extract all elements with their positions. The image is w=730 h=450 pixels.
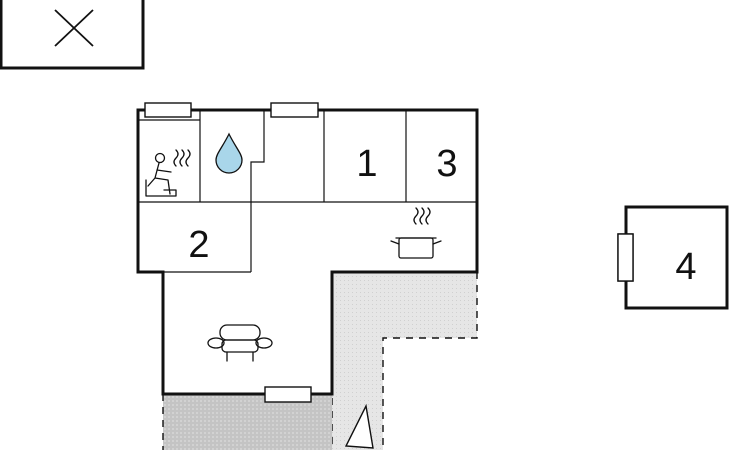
window-hall	[270, 102, 319, 118]
window-sauna	[144, 102, 192, 118]
water-drop-icon	[215, 132, 243, 174]
windows	[144, 102, 634, 403]
cooking-pot-icon	[390, 207, 442, 259]
room-label-4: 4	[675, 246, 696, 288]
window-living	[264, 386, 312, 403]
interior-walls	[138, 110, 477, 273]
annex-building: 4	[617, 205, 729, 310]
room-label-3: 3	[436, 143, 457, 185]
terrace-right	[331, 272, 478, 450]
sauna-icon	[145, 149, 191, 197]
sofa-icon	[207, 324, 273, 362]
north-arrow-icon	[344, 403, 374, 449]
excluded-area-box	[0, 0, 145, 70]
close-icon	[54, 9, 94, 47]
room-label-1: 1	[356, 143, 377, 185]
room-label-2: 2	[188, 224, 209, 266]
terrace-bottom	[162, 394, 332, 450]
